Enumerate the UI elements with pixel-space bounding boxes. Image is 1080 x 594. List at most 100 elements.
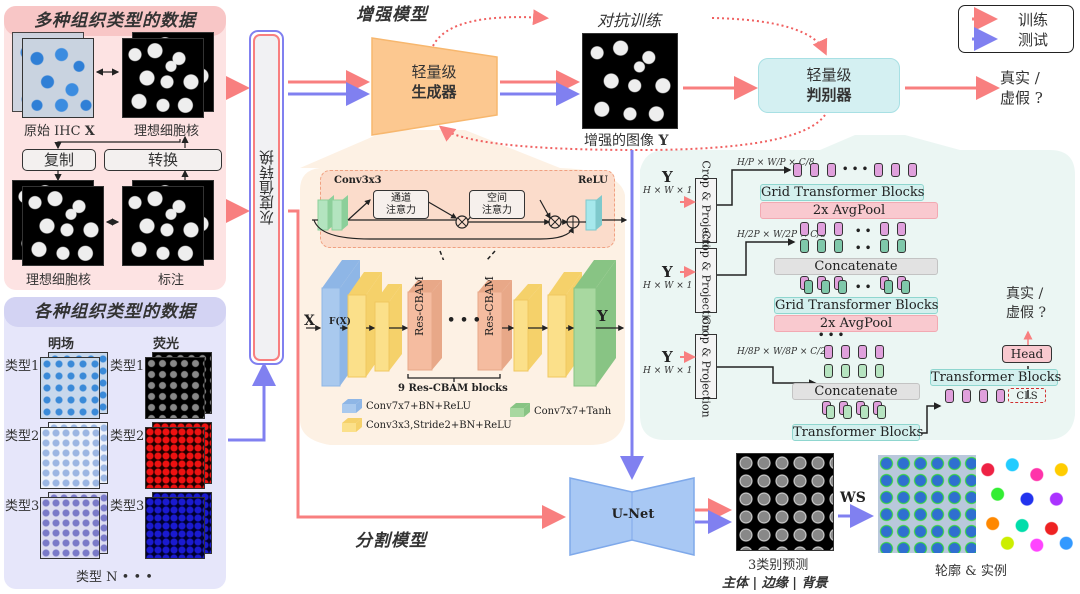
real-fake-line1: 真实 / [1000, 69, 1040, 87]
annotation-label: 标注 [158, 273, 185, 288]
token-icon [800, 239, 809, 253]
fluorescence-header: 荧光 [153, 337, 180, 352]
raw-ihc-label: 原始 IHC X [24, 124, 95, 139]
copy-box: 复制 [22, 149, 96, 171]
instance-image [978, 455, 1076, 553]
token-icon [824, 345, 833, 359]
fl-type-label: 类型3 [110, 499, 145, 514]
token-icon [821, 280, 830, 294]
spatial-attention-box: 空间 注意力 [469, 190, 525, 219]
crop-projection-box: Crop & Projection [695, 160, 717, 261]
token-icon [810, 163, 819, 177]
token-icon [834, 222, 843, 236]
generator-legend-icons [342, 399, 530, 432]
token-icon [841, 364, 850, 378]
legend-conv7x7-bn-relu: Conv7x7+BN+ReLU [366, 401, 471, 412]
relu-label: ReLU [578, 175, 608, 186]
disc-input-dims: H × W × 1 [643, 281, 693, 291]
blue-cube-icon [342, 404, 356, 413]
pink-panel-connectors [54, 68, 189, 226]
convert-box: 转换 [104, 149, 222, 171]
token-icon [880, 239, 889, 253]
token-icon [817, 239, 826, 253]
disc-input-y: Y [662, 168, 673, 186]
disc-input-y: Y [662, 348, 673, 366]
res-cbam-block-label: Res-CBAM [483, 276, 496, 336]
contour-instance-label: 轮廓 & 实例 [935, 564, 1007, 579]
lightweight-generator [371, 37, 498, 136]
prediction-classes: 主体 | 边缘 | 背景 [722, 576, 828, 591]
downsample-block [374, 301, 390, 372]
spatial-attention-line1: 空间 [487, 193, 507, 204]
grayscale-transform-label: 灰度值转换 [258, 150, 276, 225]
concatenate-bar: Concatenate [774, 258, 938, 275]
res-cbam-block [407, 291, 433, 371]
token-icon [858, 345, 867, 359]
disc-real-fake-line2: 虚假 ? [1006, 305, 1046, 321]
token-icon [826, 405, 835, 419]
ellipsis-dots: • • [855, 226, 872, 237]
train-arrow [288, 209, 566, 529]
channel-attention-line1: 通道 [391, 193, 411, 204]
channel-attention-line2: 注意力 [386, 205, 416, 216]
res-cbam-brace [407, 374, 501, 382]
prediction-label: 3类别预测 [748, 558, 809, 573]
legend-train-label: 训练 [1018, 11, 1049, 29]
res-cbam-block-label: Res-CBAM [413, 276, 426, 336]
token-icon [793, 163, 802, 177]
copy-arrow [54, 139, 181, 150]
token-icon [945, 389, 954, 403]
test-arrow [228, 362, 276, 442]
bf-type-label: 类型2 [5, 429, 40, 444]
token-icon [877, 405, 886, 419]
crop-projection-box: Crop & Projection [695, 230, 717, 331]
fx-label: F(X) [329, 317, 351, 327]
generator-zoom-wedge [300, 130, 560, 168]
annotation-image [122, 186, 204, 266]
discriminator-label-line2: 判别器 [806, 86, 852, 104]
three-class-prediction-image [736, 453, 834, 551]
bf-image-type2 [40, 427, 100, 489]
bf-type-label: 类型1 [5, 359, 40, 374]
relu-block-icon [585, 199, 597, 231]
token-icon [858, 364, 867, 378]
adversarial-dotted-arc [711, 17, 828, 56]
conv7x7-bn-relu-block [321, 287, 341, 387]
discriminator-zoom-wedge [820, 135, 960, 150]
final-transformer-blocks: Transformer Blocks [930, 369, 1062, 386]
discriminator-connectors [680, 166, 1033, 434]
res-cbam-graph [312, 195, 628, 260]
token-icon [875, 364, 884, 378]
token-icon [891, 163, 900, 177]
downsample-block [347, 294, 367, 378]
crop-projection-box: Crop & Projection [695, 316, 717, 417]
token-icon [979, 389, 988, 403]
ellipsis-dots: • • • [818, 330, 845, 341]
token-icon [800, 222, 809, 236]
head-block: Head [1002, 345, 1052, 363]
legend-arrows [972, 7, 998, 51]
raw-ihc-image [22, 38, 94, 118]
token-icon [901, 280, 910, 294]
contour-image [878, 455, 976, 553]
token-icon [908, 163, 917, 177]
unet-label: U-Net [611, 507, 655, 522]
res-cbam-block [477, 291, 503, 371]
token-icon [874, 163, 883, 177]
ellipsis-dots: • • [855, 243, 872, 254]
scale3-dims: H/8P × W/8P × C/2 [737, 347, 826, 357]
yellow-cube-icon [342, 423, 356, 432]
ideal-nuclei-image [122, 38, 204, 118]
scale1-dims: H/P × W/P × C/8 [737, 158, 815, 168]
conv-block-icon [317, 199, 329, 231]
avgpool-bar: 2x AvgPool [774, 315, 938, 332]
more-types-label: 类型 N • • • [76, 570, 153, 585]
watershed-label: WS [840, 490, 866, 506]
adversarial-training-title: 对抗训练 [597, 11, 662, 30]
enhanced-image-label: 增强的图像 Y [584, 133, 669, 149]
disc-real-fake-output: 真实 / 虚假 ? [1006, 285, 1046, 323]
conv-block-icon [342, 195, 348, 230]
fl-image-type1 [145, 357, 205, 419]
generator-label-line1: 轻量级 [411, 63, 457, 81]
